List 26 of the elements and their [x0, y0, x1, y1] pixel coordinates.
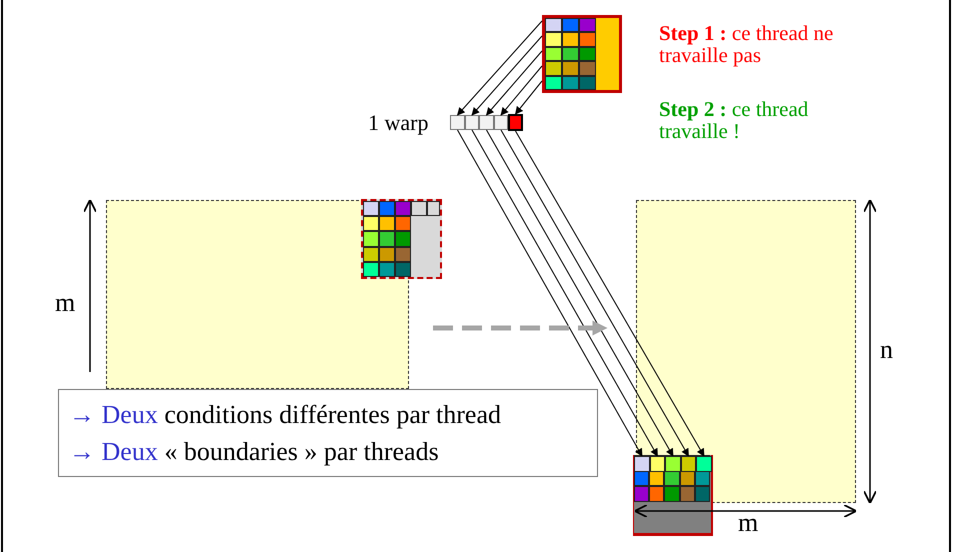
arrow	[471, 36, 542, 116]
arrow	[515, 80, 542, 115]
thread-cell	[508, 114, 523, 131]
thread-cell	[681, 456, 696, 472]
thread-cell	[650, 456, 665, 472]
thread-cell	[494, 115, 508, 130]
arrow	[456, 20, 542, 116]
dimension-label: m	[738, 509, 758, 536]
thread-cell	[665, 456, 681, 472]
matrix-area	[106, 200, 409, 389]
thread-cell	[634, 456, 650, 472]
arrow	[486, 50, 542, 116]
thread-cell	[450, 115, 465, 130]
dimension-label: n	[880, 336, 893, 364]
arrow	[433, 320, 608, 336]
dimension-label: m	[55, 289, 76, 316]
note-box: → Deux conditions différentes par thread → Deux « boundaries » par threads	[58, 389, 598, 477]
warp-label: 1 warp	[368, 111, 428, 134]
arrow	[500, 66, 542, 116]
thread-block-grid	[542, 15, 622, 93]
matrix-area	[636, 200, 856, 503]
step-note: Step 2 : ce thread travaille !	[659, 98, 810, 142]
thread-cell	[465, 115, 479, 130]
thread-cell	[479, 115, 494, 130]
thread-cell	[696, 456, 712, 472]
step-note: Step 1 : ce thread ne travaille pas	[659, 22, 834, 66]
